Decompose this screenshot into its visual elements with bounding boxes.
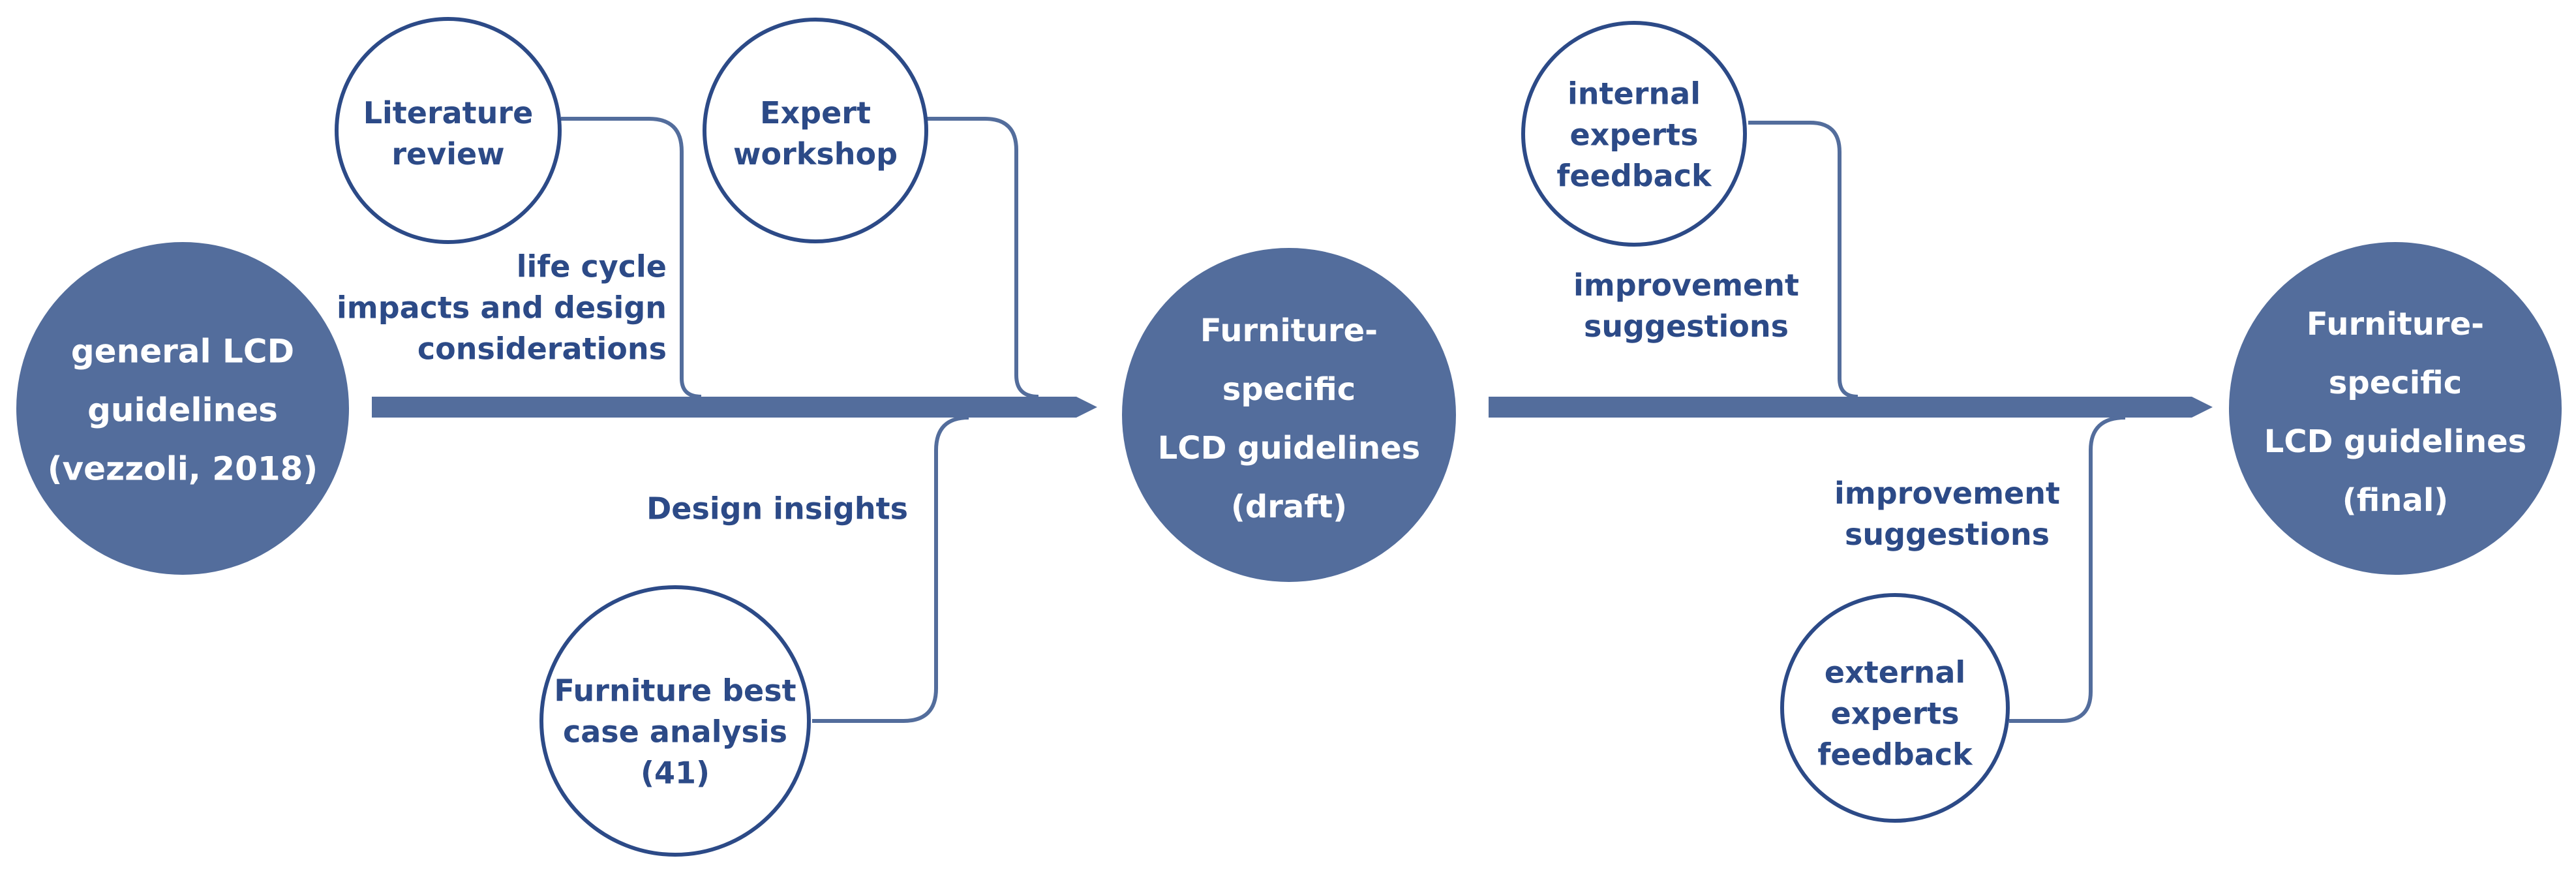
connector-internal: [1748, 121, 1858, 399]
best-case-line: case analysis: [563, 714, 787, 750]
external-line: feedback: [1817, 737, 1973, 772]
general-line: guidelines: [87, 391, 278, 429]
internal-line: internal: [1568, 76, 1701, 112]
draft-line: LCD guidelines: [1158, 430, 1420, 466]
final-line: (final): [2342, 482, 2448, 519]
node-external-circle: [1780, 593, 2010, 823]
label-improvement-top: improvement suggestions: [1573, 267, 1799, 344]
general-line: general LCD: [71, 333, 294, 371]
main-arrow-right: [1489, 397, 2213, 418]
node-best-case-label: Furniture best case analysis (41): [554, 673, 796, 791]
improvement-top-line: suggestions: [1584, 309, 1789, 344]
best-case-line: (41): [641, 756, 710, 791]
best-case-line: Furniture best: [554, 673, 796, 709]
connector-literature: [561, 117, 702, 399]
draft-line: (draft): [1231, 489, 1347, 525]
workshop-line: Expert: [760, 95, 871, 130]
node-literature-circle: [335, 17, 562, 244]
final-line: LCD guidelines: [2264, 423, 2526, 460]
node-internal-label: internal experts feedback: [1556, 76, 1712, 194]
general-line: (vezzoli, 2018): [48, 450, 318, 488]
node-workshop-label: Expert workshop: [733, 95, 898, 172]
literature-line: Literature: [363, 95, 534, 130]
draft-line: specific: [1222, 371, 1356, 408]
node-general-label: general LCD guidelines (vezzoli, 2018): [48, 333, 318, 488]
connector-best-case: [812, 416, 969, 723]
improvement-bottom-line: suggestions: [1845, 517, 2050, 552]
node-draft-circle: [1122, 248, 1456, 582]
workshop-line: workshop: [733, 136, 898, 172]
label-life-cycle: life cycle impacts and design consideratio…: [337, 249, 667, 367]
draft-line: Furniture-: [1200, 313, 1378, 349]
node-literature-label: Literature review: [363, 95, 534, 172]
node-general-circle: [16, 242, 349, 575]
life-cycle-line: impacts and design: [337, 290, 667, 326]
final-line: Furniture-: [2307, 306, 2484, 343]
node-internal-circle: [1521, 21, 1747, 247]
external-line: external: [1825, 655, 1965, 690]
literature-line: review: [391, 136, 504, 172]
node-external-label: external experts feedback: [1817, 655, 1973, 772]
improvement-bottom-line: improvement: [1834, 476, 2060, 511]
external-line: experts: [1830, 696, 1959, 731]
internal-line: experts: [1569, 117, 1698, 153]
life-cycle-line: life cycle: [517, 249, 667, 284]
main-arrow-left: [372, 397, 1097, 418]
connector-external: [2009, 416, 2126, 723]
label-improvement-bottom: improvement suggestions: [1834, 476, 2060, 552]
label-design-insights: Design insights: [646, 491, 908, 527]
design-insights-line: Design insights: [646, 491, 908, 527]
node-best-case-circle: [539, 585, 811, 857]
connector-workshop: [926, 117, 1039, 399]
node-workshop-circle: [703, 18, 928, 243]
life-cycle-line: considerations: [417, 331, 667, 367]
final-line: specific: [2329, 365, 2462, 401]
node-final-circle: [2229, 242, 2562, 575]
internal-line: feedback: [1556, 159, 1712, 194]
improvement-top-line: improvement: [1573, 267, 1799, 303]
